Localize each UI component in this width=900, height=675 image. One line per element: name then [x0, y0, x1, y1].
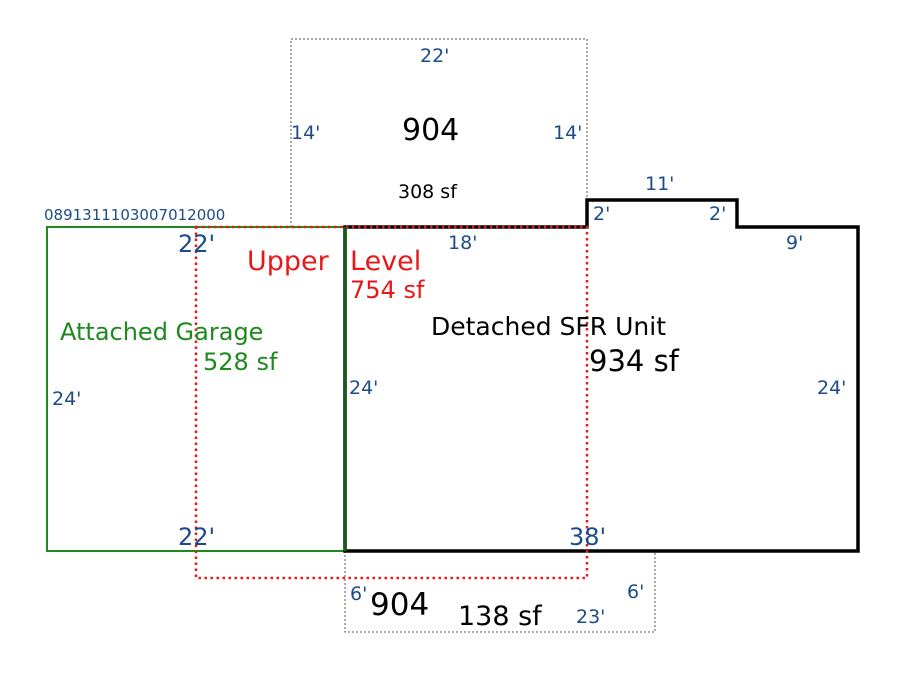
- top-box-code: 904: [402, 113, 459, 148]
- sfr-outline: [343, 198, 860, 553]
- upper-level-area: 754 sf: [350, 276, 425, 304]
- sfr-dim-left: 24': [349, 377, 378, 399]
- garage-dim-bottom: 22': [178, 523, 215, 551]
- bottom-box-code: 904: [370, 587, 429, 623]
- sfr-dim-top-left: 18': [448, 232, 477, 254]
- bottom-addition-outline: [344, 550, 656, 633]
- top-box-area: 308 sf: [398, 181, 458, 203]
- sfr-dim-bump-left: 2': [593, 203, 610, 225]
- top-box-dim-left: 14': [291, 122, 320, 144]
- bottom-box-dim-left: 6': [350, 583, 367, 605]
- upper-level-label-2: Level: [350, 246, 421, 277]
- sfr-dim-top-right: 9': [786, 232, 803, 254]
- bottom-box-area: 138 sf: [458, 601, 543, 632]
- sfr-dim-bump-top: 11': [645, 173, 674, 195]
- garage-label: Attached Garage: [60, 318, 263, 346]
- sfr-dim-bottom: 38': [569, 523, 606, 551]
- sfr-dim-right: 24': [817, 377, 846, 399]
- garage-dim-left: 24': [52, 388, 81, 410]
- bottom-box-dim-bottom: 23': [576, 606, 605, 628]
- bottom-box-dim-right: 6': [627, 581, 644, 603]
- sfr-label: Detached SFR Unit: [431, 312, 666, 341]
- sfr-area: 934 sf: [589, 344, 680, 378]
- top-box-dim-top: 22': [420, 45, 449, 67]
- parcel-id: 0891311103007012000: [44, 206, 225, 224]
- garage-area: 528 sf: [203, 348, 278, 376]
- upper-level-label-1: Upper: [247, 246, 330, 277]
- sfr-dim-bump-right: 2': [709, 203, 726, 225]
- upper-level-outline: [194, 225, 589, 580]
- top-box-dim-right: 14': [553, 122, 582, 144]
- garage-dim-top: 22': [178, 230, 215, 258]
